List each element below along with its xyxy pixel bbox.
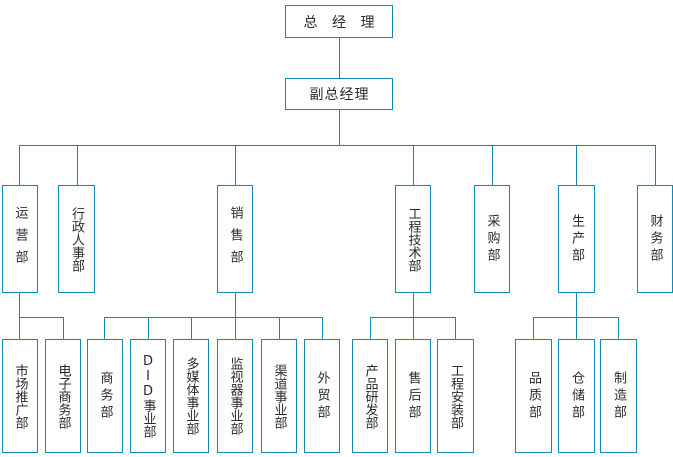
connector-drop-business — [104, 317, 105, 339]
connector-sales-bus — [104, 317, 323, 318]
node-general-manager[interactable]: 总 经 理 — [285, 5, 393, 38]
node-marketing[interactable]: 市场推广部 — [2, 339, 38, 453]
node-finance[interactable]: 财务部 — [637, 185, 673, 293]
node-quality[interactable]: 品质部 — [515, 339, 552, 453]
node-did-division[interactable]: DID事业部 — [130, 339, 166, 453]
node-deputy-general-manager[interactable]: 副总经理 — [285, 78, 393, 110]
connector-drop-rnd — [370, 317, 371, 339]
connector-drop-purchasing — [492, 145, 493, 185]
connector-drop-channel — [279, 317, 280, 339]
connector-sales-down — [235, 293, 236, 318]
connector-engineering-down — [413, 293, 414, 318]
connector-drop-production — [576, 145, 577, 185]
connector-drop-marketing — [19, 317, 20, 339]
node-business[interactable]: 商务部 — [87, 339, 123, 453]
connector-drop-hr-admin — [77, 145, 78, 185]
node-monitor-division[interactable]: 监视器事业部 — [217, 339, 253, 453]
node-multimedia[interactable]: 多媒体事业部 — [173, 339, 209, 453]
node-purchasing[interactable]: 采购部 — [474, 185, 510, 293]
node-sales[interactable]: 销售部 — [217, 185, 253, 293]
node-manufacturing[interactable]: 制造部 — [600, 339, 637, 453]
connector-drop-engineering — [413, 145, 414, 185]
connector-operations-down — [19, 293, 20, 318]
connector-gm-to-deputy — [339, 38, 340, 78]
node-rnd[interactable]: 产品研发部 — [352, 339, 388, 453]
node-production[interactable]: 生产部 — [558, 185, 595, 293]
connector-drop-installation — [455, 317, 456, 339]
connector-drop-foreign-trade — [322, 317, 323, 339]
connector-drop-multimedia — [191, 317, 192, 339]
node-channel-division[interactable]: 渠道事业部 — [261, 339, 297, 453]
connector-production-down — [576, 293, 577, 318]
node-hr-admin[interactable]: 行政人事部 — [58, 185, 95, 293]
node-after-sales[interactable]: 售后部 — [395, 339, 431, 453]
connector-drop-warehouse — [576, 317, 577, 339]
connector-drop-ecommerce — [63, 317, 64, 339]
connector-drop-monitor — [235, 317, 236, 339]
connector-deputy-down — [339, 110, 340, 145]
node-foreign-trade[interactable]: 外贸部 — [304, 339, 340, 453]
connector-drop-finance — [655, 145, 656, 185]
connector-drop-operations — [19, 145, 20, 185]
connector-main-bus — [19, 145, 656, 146]
node-operations[interactable]: 运营部 — [2, 185, 38, 293]
node-engineering[interactable]: 工程技术部 — [395, 185, 431, 293]
connector-drop-did — [148, 317, 149, 339]
node-warehouse[interactable]: 仓储部 — [558, 339, 595, 453]
connector-drop-manufacturing — [618, 317, 619, 339]
node-ecommerce[interactable]: 电子商务部 — [45, 339, 81, 453]
connector-drop-sales — [235, 145, 236, 185]
connector-operations-bus — [19, 317, 64, 318]
connector-drop-after-sales — [413, 317, 414, 339]
node-installation[interactable]: 工程安装部 — [437, 339, 474, 453]
connector-drop-quality — [533, 317, 534, 339]
